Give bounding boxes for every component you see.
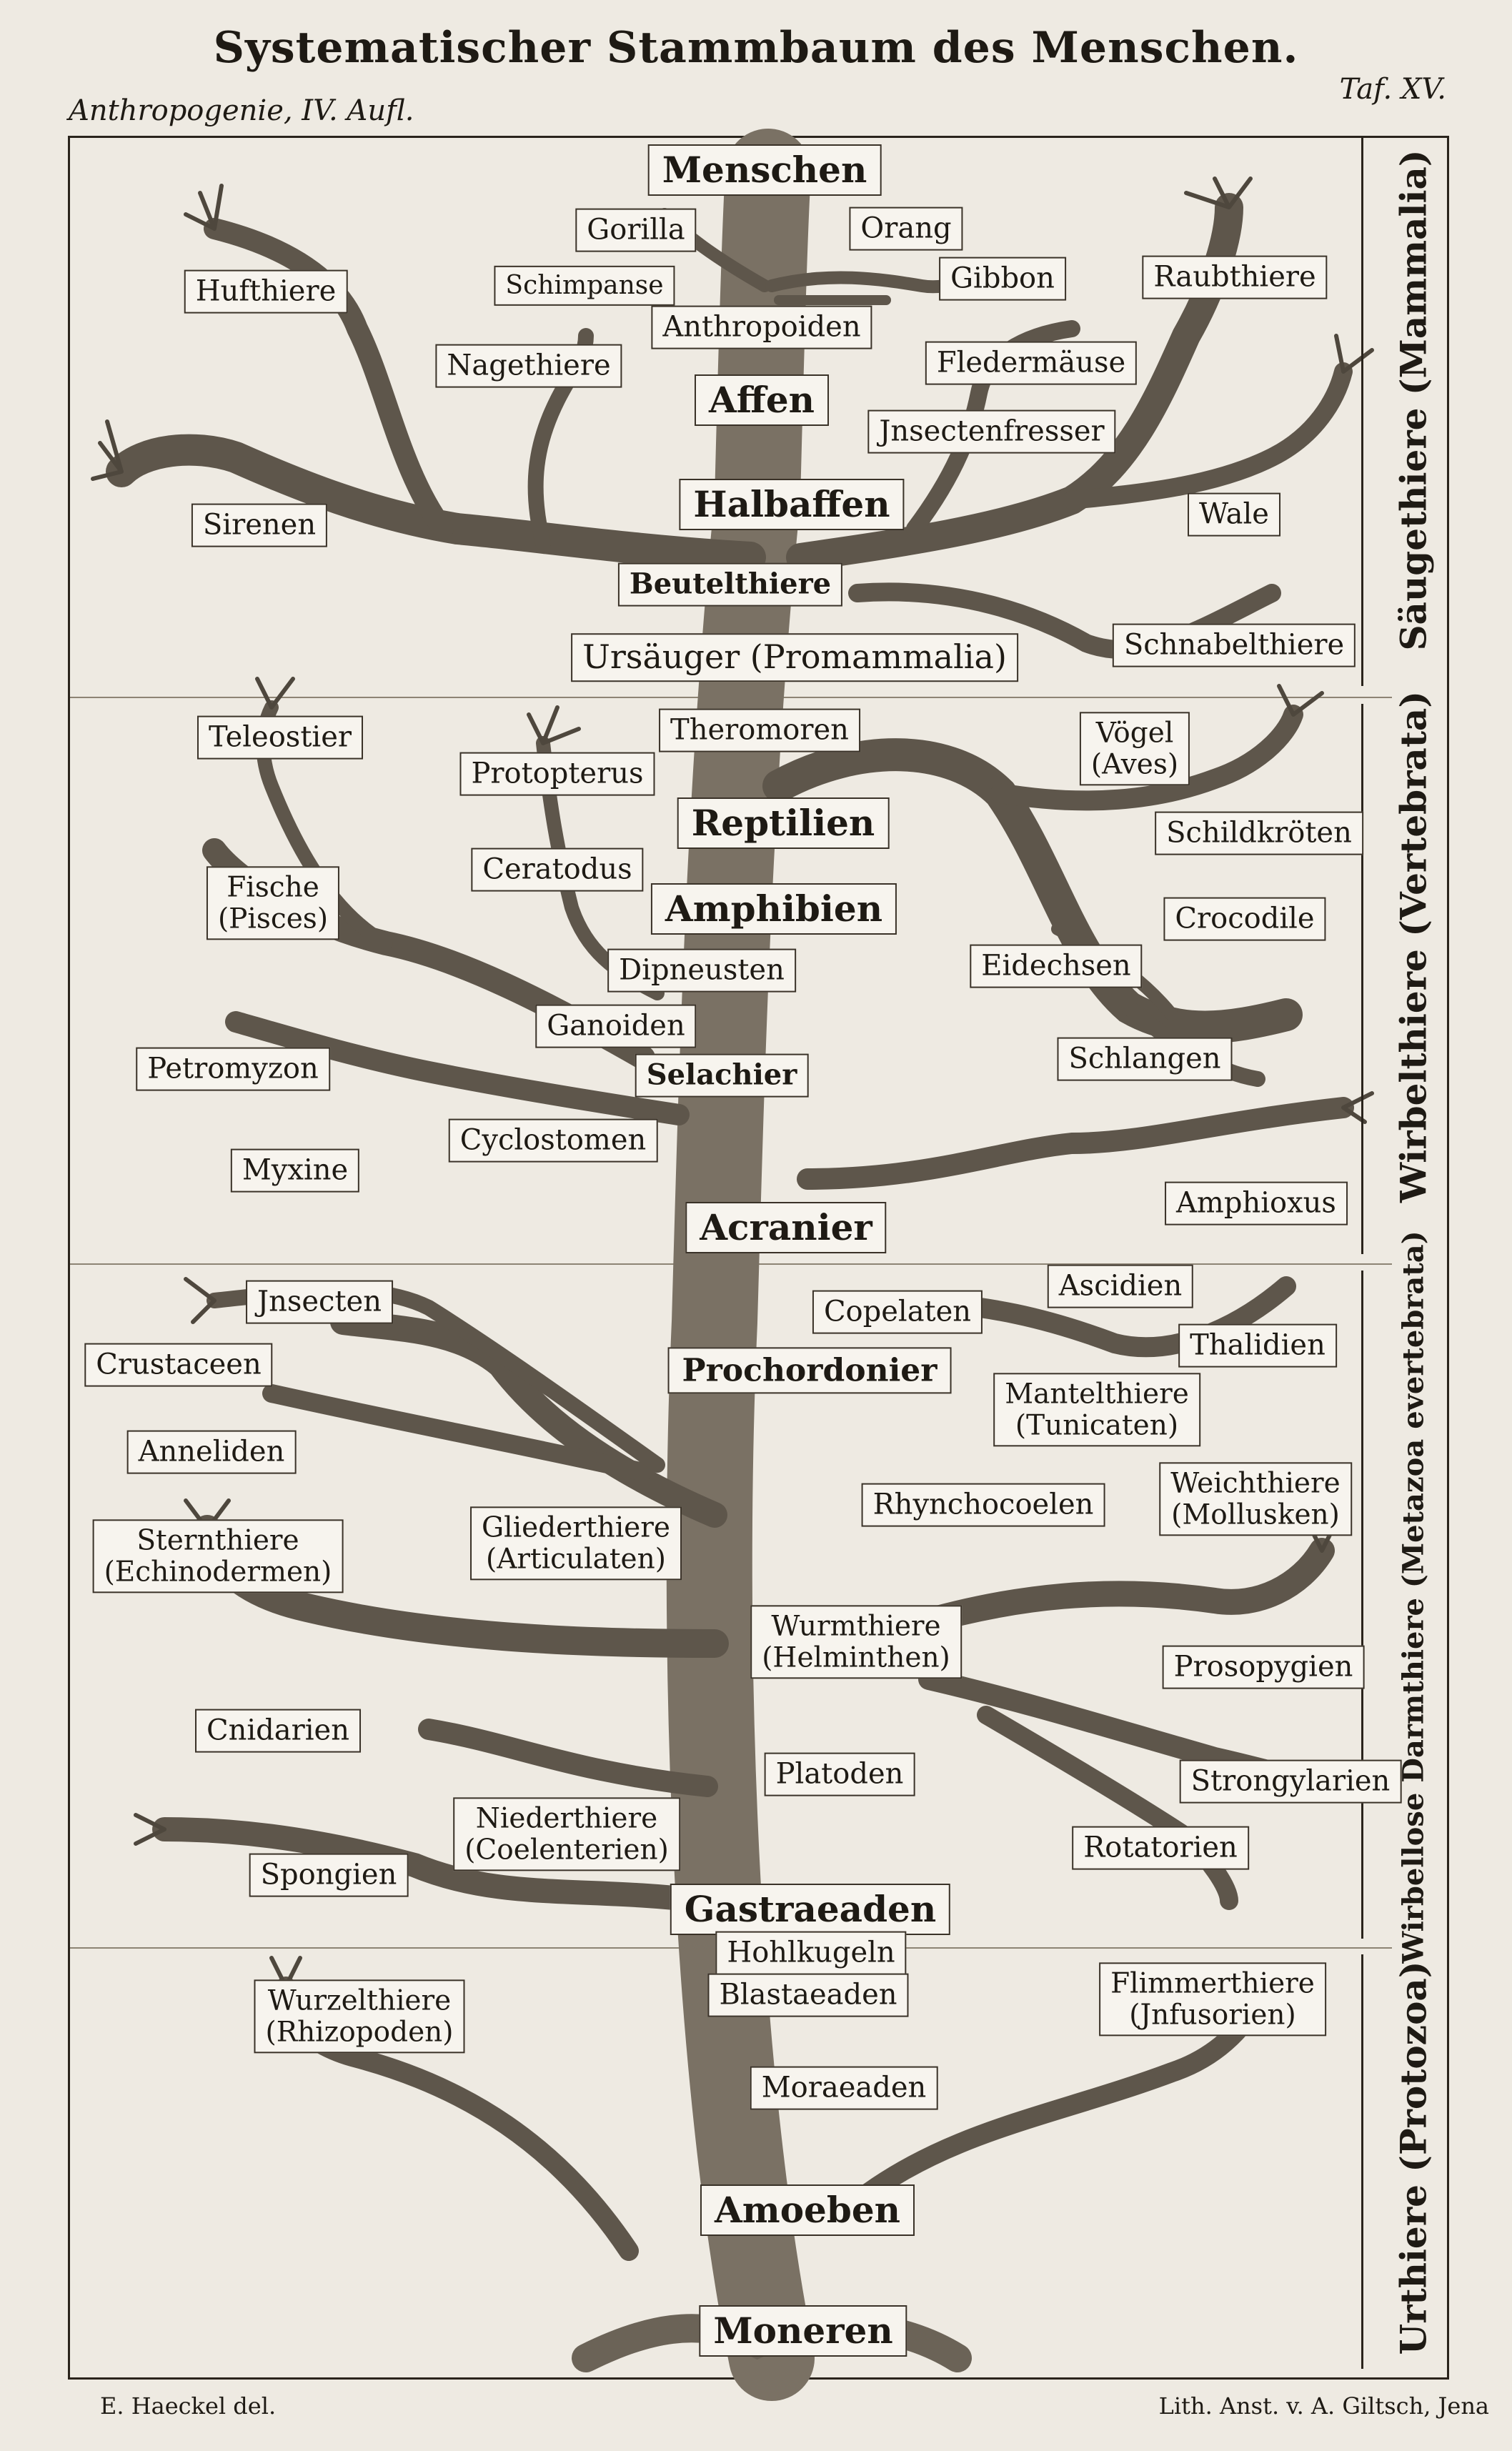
group-label-vertebrata: Wirbelthiere (Vertebrata)	[1392, 691, 1435, 1203]
label-niederthiere: Niederthiere (Coelenterien)	[453, 1797, 680, 1871]
label-sirenen: Sirenen	[191, 503, 328, 547]
label-anneliden: Anneliden	[126, 1430, 297, 1474]
label-schlangen: Schlangen	[1057, 1037, 1233, 1081]
label-nagethiere: Nagethiere	[435, 344, 622, 388]
label-flimmerthiere: Flimmerthiere (Jnfusorien)	[1099, 1962, 1326, 2037]
label-copelaten: Copelaten	[812, 1290, 983, 1334]
label-teleostier: Teleostier	[197, 715, 363, 760]
label-thalidien: Thalidien	[1178, 1323, 1337, 1368]
plate-title: Systematischer Stammbaum des Menschen.	[213, 23, 1299, 73]
artist-credit: E. Haeckel del.	[100, 2392, 277, 2420]
label-crustaceen: Crustaceen	[84, 1343, 273, 1387]
label-petromyzon: Petromyzon	[136, 1047, 330, 1091]
label-cnidarien: Cnidarien	[195, 1709, 361, 1753]
label-theromoren: Theromoren	[659, 708, 860, 752]
label-dipneusten: Dipneusten	[607, 948, 796, 993]
label-schildkroeten: Schildkröten	[1155, 811, 1363, 855]
label-gastraeaden: Gastraeaden	[670, 1884, 951, 1935]
label-orang: Orang	[849, 207, 963, 251]
label-schnabelthiere: Schnabelthiere	[1112, 623, 1356, 667]
label-schimpanse: Schimpanse	[494, 265, 675, 307]
group-label-invertebrata: Wirbellose Darmthiere (Metazoa evertebra…	[1396, 1231, 1431, 1964]
label-amphioxus: Amphioxus	[1165, 1181, 1348, 1226]
group-label-protozoa: Urthiere (Protozoa)	[1392, 1961, 1435, 2355]
label-cyclostomen: Cyclostomen	[448, 1118, 658, 1163]
label-hufthiere: Hufthiere	[184, 269, 348, 314]
label-protopterus: Protopterus	[459, 752, 655, 796]
book-reference: Anthropogenie, IV. Aufl.	[69, 94, 414, 127]
label-eidechsen: Eidechsen	[970, 944, 1143, 988]
label-rotatorien: Rotatorien	[1072, 1826, 1249, 1870]
label-affen: Affen	[695, 374, 829, 426]
group-label-mammalia: Säugethiere (Mammalia)	[1392, 149, 1435, 651]
label-gliederthiere: Gliederthiere (Articulaten)	[470, 1506, 682, 1581]
label-insecten: Jnsecten	[246, 1280, 393, 1324]
bracket-invertebrata	[1361, 1271, 1388, 1939]
label-voegel: Vögel (Aves)	[1079, 712, 1190, 786]
label-gorilla: Gorilla	[575, 208, 697, 252]
label-acranier: Acranier	[685, 1202, 887, 1253]
label-fische: Fische (Pisces)	[206, 866, 340, 940]
label-fledermaeuse: Fledermäuse	[925, 341, 1138, 385]
label-raubthiere: Raubthiere	[1142, 255, 1328, 299]
label-sternthiere: Sternthiere (Echinodermen)	[92, 1519, 344, 1594]
label-spongien: Spongien	[249, 1853, 409, 1897]
label-wurmthiere: Wurmthiere (Helminthen)	[750, 1605, 962, 1679]
label-menschen: Menschen	[647, 144, 882, 196]
label-hohlkugeln: Hohlkugeln	[715, 1931, 907, 1975]
label-prochordonier: Prochordonier	[667, 1347, 952, 1394]
label-gibbon: Gibbon	[939, 257, 1066, 301]
label-amphibien: Amphibien	[650, 883, 897, 935]
label-moneren: Moneren	[699, 2305, 907, 2357]
label-anthropoiden: Anthropoiden	[651, 305, 872, 349]
label-rhynchocoelen: Rhynchocoelen	[861, 1483, 1105, 1527]
label-ceratodus: Ceratodus	[471, 847, 644, 892]
label-myxine: Myxine	[230, 1148, 360, 1193]
lithographer-credit: Lith. Anst. v. A. Giltsch, Jena	[1158, 2392, 1489, 2420]
label-reptilien: Reptilien	[677, 797, 890, 849]
tree-branches	[106, 129, 1354, 2401]
label-mantelthiere: Mantelthiere (Tunicaten)	[993, 1373, 1200, 1447]
label-crocodile: Crocodile	[1163, 897, 1326, 941]
label-halbaffen: Halbaffen	[679, 479, 905, 530]
label-moraeaden: Moraeaden	[750, 2066, 938, 2110]
plate-number: Taf. XV.	[1339, 73, 1446, 106]
label-prosopygien: Prosopygien	[1162, 1645, 1365, 1689]
bracket-mammalia	[1361, 136, 1388, 686]
bracket-protozoa	[1361, 1954, 1388, 2369]
bracket-vertebrata	[1361, 704, 1388, 1254]
label-wurzelthiere: Wurzelthiere (Rhizopoden)	[254, 1979, 465, 2054]
label-ascidien: Ascidien	[1047, 1264, 1194, 1308]
label-insectenfresser: Jnsectenfresser	[867, 409, 1116, 454]
label-strongylarien: Strongylarien	[1179, 1759, 1402, 1804]
label-ganoiden: Ganoiden	[535, 1004, 697, 1048]
label-beutelthiere: Beutelthiere	[617, 562, 843, 607]
label-amoeben: Amoeben	[700, 2184, 915, 2236]
label-wale: Wale	[1188, 492, 1280, 537]
label-ursaeuger: Ursäuger (Promammalia)	[571, 633, 1018, 682]
label-weichthiere: Weichthiere (Mollusken)	[1159, 1462, 1352, 1536]
label-blastaeaden: Blastaeaden	[707, 1973, 909, 2017]
label-selachier: Selachier	[635, 1053, 809, 1098]
label-platoden: Platoden	[764, 1752, 915, 1796]
